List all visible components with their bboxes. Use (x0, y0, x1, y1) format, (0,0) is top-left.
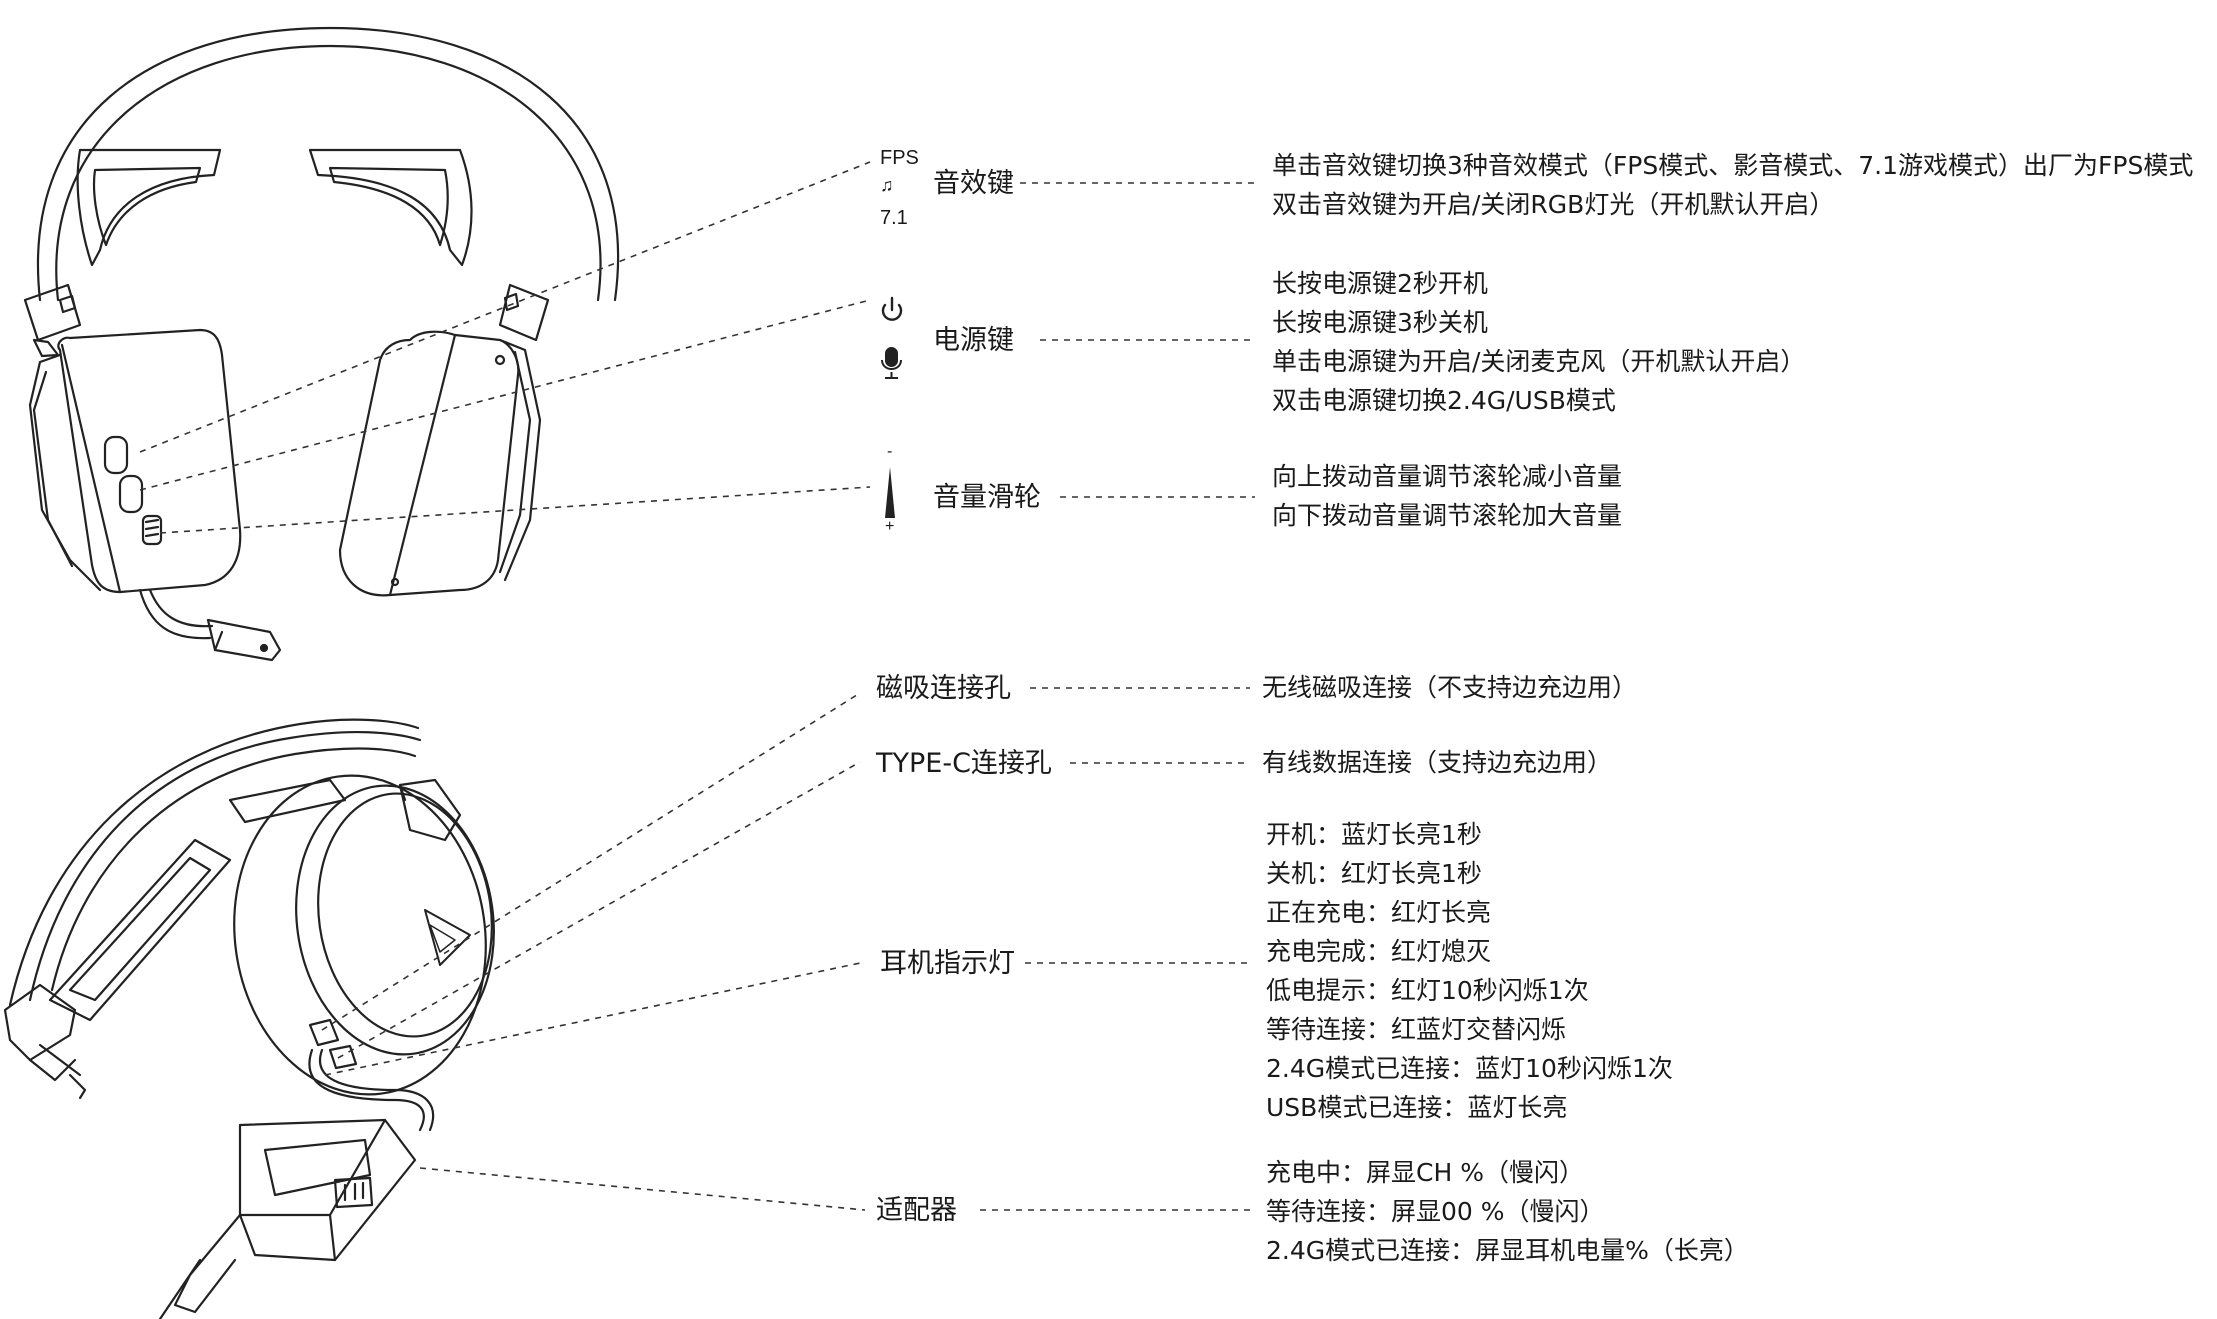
music-note-icon: ♫ (880, 175, 894, 195)
earcup-side (233, 774, 487, 1096)
desc-line: 向下拨动音量调节滚轮加大音量 (1272, 501, 1623, 530)
microphone-boom (138, 588, 212, 640)
desc-line: 单击音效键切换3种音效模式（FPS模式、影音模式、7.1游戏模式）出厂为FPS模… (1272, 151, 2194, 180)
earcup-left-shell (57, 328, 242, 594)
desc-line: 正在充电：红灯长亮 (1266, 898, 1492, 927)
adapter-label: 适配器 (876, 1195, 957, 1226)
adapter-desc: 充电中：屏显CH %（慢闪） 等待连接：屏显00 %（慢闪） 2.4G模式已连接… (1266, 1153, 1749, 1270)
desc-line: USB模式已连接：蓝灯长亮 (1266, 1093, 1568, 1122)
plus-icon: + (885, 518, 895, 535)
power-key-label: 电源键 (933, 325, 1014, 356)
headset-side-view (3, 718, 495, 1319)
headset-front-view (23, 26, 620, 662)
desc-line: 单击电源键为开启/关闭麦克风（开机默认开启） (1272, 347, 1806, 376)
logo-mark (424, 909, 471, 966)
cable (308, 1048, 425, 1132)
magnetic-port (308, 1018, 340, 1047)
volume-wheel-desc: 向上拨动音量调节滚轮减小音量 向下拨动音量调节滚轮加大音量 (1272, 457, 1622, 535)
desc-line: 等待连接：红蓝灯交替闪烁 (1266, 1015, 1567, 1044)
leader-lines (139, 161, 1255, 1211)
volume-wedge-icon (885, 467, 895, 518)
magnetic-port-label: 磁吸连接孔 (876, 673, 1011, 704)
microphone-icon-shape (881, 347, 902, 379)
desc-line: 关机：红灯长亮1秒 (1266, 859, 1482, 888)
desc-line: 双击电源键切换2.4G/USB模式 (1272, 386, 1616, 415)
desc-line: 有线数据连接（支持边充边用） (1262, 748, 1613, 777)
sound-key-button (103, 435, 129, 475)
indicator-label: 耳机指示灯 (880, 948, 1015, 979)
desc-line: 2.4G模式已连接：屏显耳机电量%（长亮） (1266, 1236, 1749, 1265)
headband-outer (37, 26, 620, 302)
sound-key-label: 音效键 (933, 168, 1014, 199)
headband-arc-outer (28, 730, 422, 1002)
headband-pad-left (76, 148, 222, 267)
desc-line: 双击音效键为开启/关闭RGB灯光（开机默认开启） (1272, 190, 1835, 219)
desc-line: 向上拨动音量调节滚轮减小音量 (1272, 462, 1623, 491)
magnetic-port-desc: 无线磁吸连接（不支持边充边用） (1262, 668, 1637, 707)
typec-port-label: TYPE-C连接孔 (876, 748, 1052, 779)
headband-pad (48, 838, 232, 1022)
volume-wheel-label: 音量滑轮 (933, 482, 1041, 513)
earcup-right-shell (338, 330, 520, 597)
desc-line: 长按电源键2秒开机 (1272, 269, 1488, 298)
desc-line: 长按电源键3秒关机 (1272, 308, 1488, 337)
desc-line: 无线磁吸连接（不支持边充边用） (1262, 673, 1638, 702)
desc-line: 2.4G模式已连接：蓝灯10秒闪烁1次 (1266, 1054, 1673, 1083)
headband-pad-right (308, 148, 473, 267)
desc-line: 充电完成：红灯熄灭 (1266, 937, 1492, 966)
desc-line: 低电提示：红灯10秒闪烁1次 (1266, 976, 1589, 1005)
slider-right (498, 283, 550, 342)
adapter-display (333, 1176, 374, 1209)
volume-wheel (141, 514, 163, 546)
desc-line: 等待连接：屏显00 %（慢闪） (1266, 1197, 1605, 1226)
microphone-tip (206, 618, 282, 662)
power-key-button (118, 474, 144, 514)
slider-left (23, 283, 82, 342)
minus-icon: - (887, 443, 893, 460)
sound-key-desc: 单击音效键切换3种音效模式（FPS模式、影音模式、7.1游戏模式）出厂为FPS模… (1272, 146, 2193, 224)
adapter-body (238, 1118, 417, 1262)
typec-port-desc: 有线数据连接（支持边充边用） (1262, 743, 1612, 782)
headband-inner (55, 44, 602, 302)
seven-one-icon: 7.1 (880, 207, 908, 229)
fps-icon: FPS (880, 147, 919, 169)
typec-port (328, 1044, 358, 1070)
power-icon-shape (881, 296, 903, 321)
desc-line: 开机：蓝灯长亮1秒 (1266, 820, 1482, 849)
indicator-desc: 开机：蓝灯长亮1秒 关机：红灯长亮1秒 正在充电：红灯长亮 充电完成：红灯熄灭 … (1266, 815, 1673, 1127)
desc-line: 充电中：屏显CH %（慢闪） (1266, 1158, 1584, 1187)
power-key-desc: 长按电源键2秒开机 长按电源键3秒关机 单击电源键为开启/关闭麦克风（开机默认开… (1272, 264, 1805, 420)
